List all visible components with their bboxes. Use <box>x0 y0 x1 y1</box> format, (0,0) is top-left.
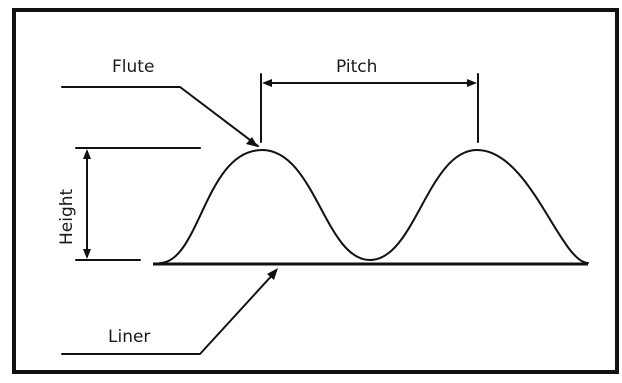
height-arrowhead-bottom <box>83 249 91 259</box>
liner-label: Liner <box>108 327 150 347</box>
pitch-arrowhead-right <box>467 79 477 87</box>
height-label: Height <box>57 188 77 245</box>
flute-label: Flute <box>112 57 154 77</box>
pitch-arrowhead-left <box>262 79 272 87</box>
pitch-label: Pitch <box>336 57 377 77</box>
flute-wave <box>159 149 589 264</box>
height-arrowhead-top <box>83 149 91 159</box>
liner-leader-line <box>61 270 277 355</box>
diagram-border <box>12 8 619 374</box>
flute-arrowhead <box>246 137 258 147</box>
flute-leader-line <box>61 86 259 147</box>
liner-arrowhead <box>267 268 278 280</box>
